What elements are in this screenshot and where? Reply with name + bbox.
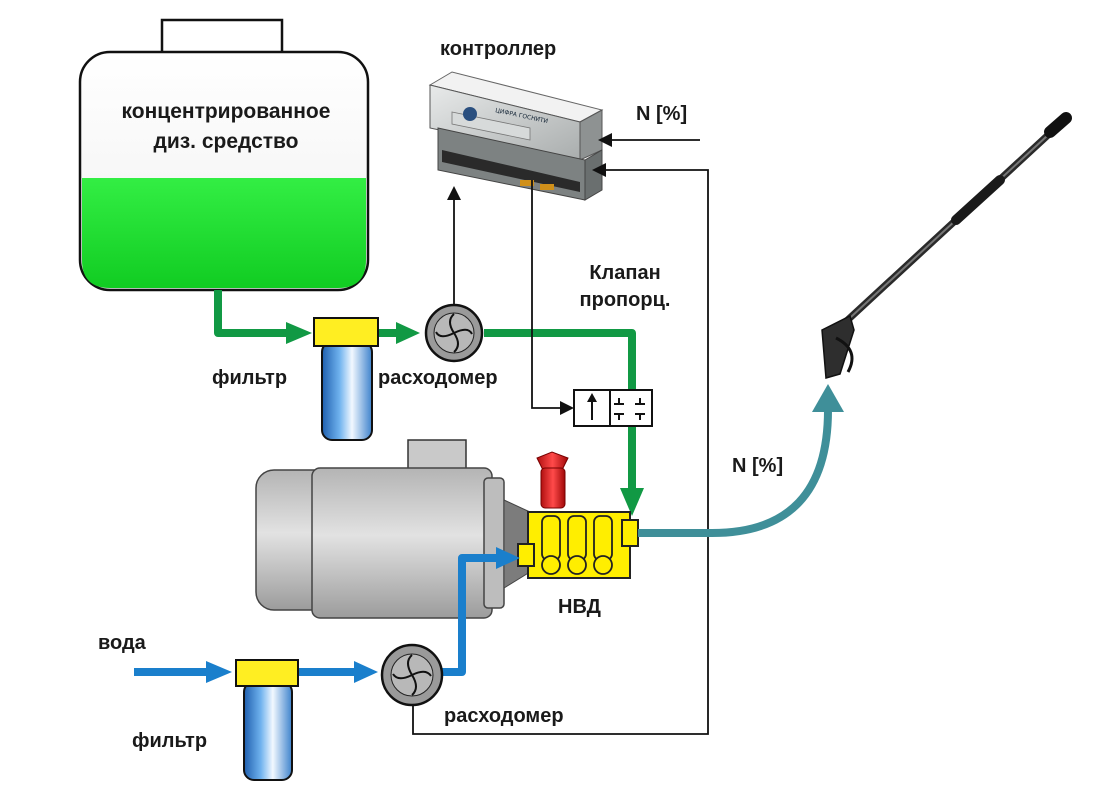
valve-label-line1: Клапан <box>589 262 661 284</box>
controller-logo <box>463 107 477 121</box>
water-arrow-2 <box>354 661 378 683</box>
tank-label: концентрированное диз. средство <box>76 100 376 154</box>
output-arrow <box>812 384 844 412</box>
water-arrow-3 <box>496 547 520 569</box>
signal-arrow-input <box>598 133 612 147</box>
chemical-arrow-2 <box>396 322 420 344</box>
controller-title: контроллер <box>440 38 557 60</box>
high-pressure-pump <box>517 451 639 579</box>
spray-gun <box>821 112 1072 379</box>
proportional-valve <box>573 389 653 427</box>
signal-arrow-valve <box>560 401 574 415</box>
water-arrow-1 <box>206 661 232 683</box>
filter-bottom-label: фильтр <box>132 730 208 752</box>
valve-label-line2: пропорц. <box>579 289 671 311</box>
output-line <box>638 409 832 537</box>
controller-device: ЦИФРА ГОСНИТИ <box>428 71 604 201</box>
chemical-arrow-1 <box>286 322 312 344</box>
water-label: вода <box>98 632 146 654</box>
flowmeter-bottom-label: расходомер <box>444 705 564 727</box>
flowmeter-top-label: расходомер <box>378 367 498 389</box>
pump-label: НВД <box>558 596 601 618</box>
filter-top <box>313 317 379 441</box>
filter-bottom <box>235 659 299 781</box>
signal-arrow-feedback <box>592 163 606 177</box>
tank-label-line2: диз. средство <box>153 130 299 154</box>
flowmeter-bottom <box>380 643 444 707</box>
signal-lines <box>412 139 709 735</box>
filter-top-label: фильтр <box>212 367 288 389</box>
signal-arrow-flowmeter <box>447 186 461 200</box>
tank-label-line1: концентрированное <box>121 100 331 123</box>
water-line <box>134 554 500 676</box>
electric-motor <box>255 439 531 619</box>
flowmeter-top <box>424 303 484 363</box>
chemical-arrow-3 <box>620 488 644 516</box>
chemical-tank <box>78 18 370 292</box>
signal-input-label: N [%] <box>636 103 688 125</box>
output-label: N [%] <box>732 455 784 477</box>
tank-liquid <box>82 178 366 288</box>
valve-label: Клапан пропорц. <box>555 262 695 312</box>
